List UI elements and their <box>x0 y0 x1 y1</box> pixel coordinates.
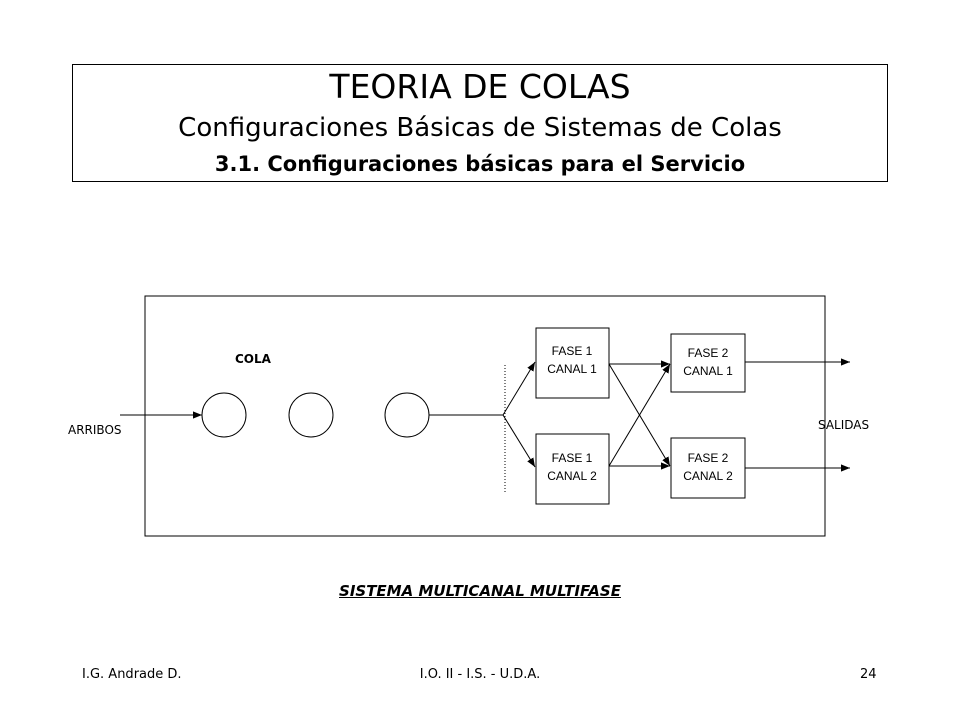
phase2-channel2-phase: FASE 2 <box>688 451 729 465</box>
slide-title: TEORIA DE COLAS <box>329 67 631 106</box>
footer-course: I.O. II - I.S. - U.D.A. <box>419 667 541 682</box>
phase2-channel2-box <box>670 437 746 499</box>
title-box: TEORIA DE COLAS Configuraciones Básicas … <box>72 64 888 182</box>
footer-page-number: 24 <box>860 667 877 682</box>
branch-to-phase1-channel2 <box>502 414 536 468</box>
queue-customer-3 <box>384 392 430 438</box>
phase1-channel1-channel: CANAL 1 <box>547 362 597 376</box>
phase1-channel2-channel: CANAL 2 <box>547 469 597 483</box>
phase1-channel1-box <box>535 327 610 399</box>
section-heading: 3.1. Configuraciones básicas para el Ser… <box>214 152 746 176</box>
phase1-channel2-box <box>535 433 610 505</box>
phase1-channel1-phase: FASE 1 <box>552 344 593 358</box>
branch-to-phase1-channel1 <box>502 361 536 416</box>
phase2-channel1-channel: CANAL 1 <box>683 364 733 378</box>
phase1-channel2-phase: FASE 1 <box>552 451 593 465</box>
phase2-channel1-phase: FASE 2 <box>688 346 729 360</box>
queue-customer-1 <box>201 392 247 438</box>
p1c2-to-p2c1 <box>608 363 671 467</box>
arrivals-label: ARRIBOS <box>68 423 122 437</box>
phase2-channel2-channel: CANAL 2 <box>683 469 733 483</box>
system-boundary <box>144 295 826 537</box>
diagram-caption: SISTEMA MULTICANAL MULTIFASE <box>339 582 621 600</box>
footer-author: I.G. Andrade D. <box>82 667 182 682</box>
queue-label: COLA <box>235 352 272 366</box>
queue-customer-2 <box>288 392 334 438</box>
phase2-channel1-box <box>670 333 746 393</box>
slide-subtitle: Configuraciones Básicas de Sistemas de C… <box>178 113 782 143</box>
exits-label: SALIDAS <box>818 418 869 432</box>
